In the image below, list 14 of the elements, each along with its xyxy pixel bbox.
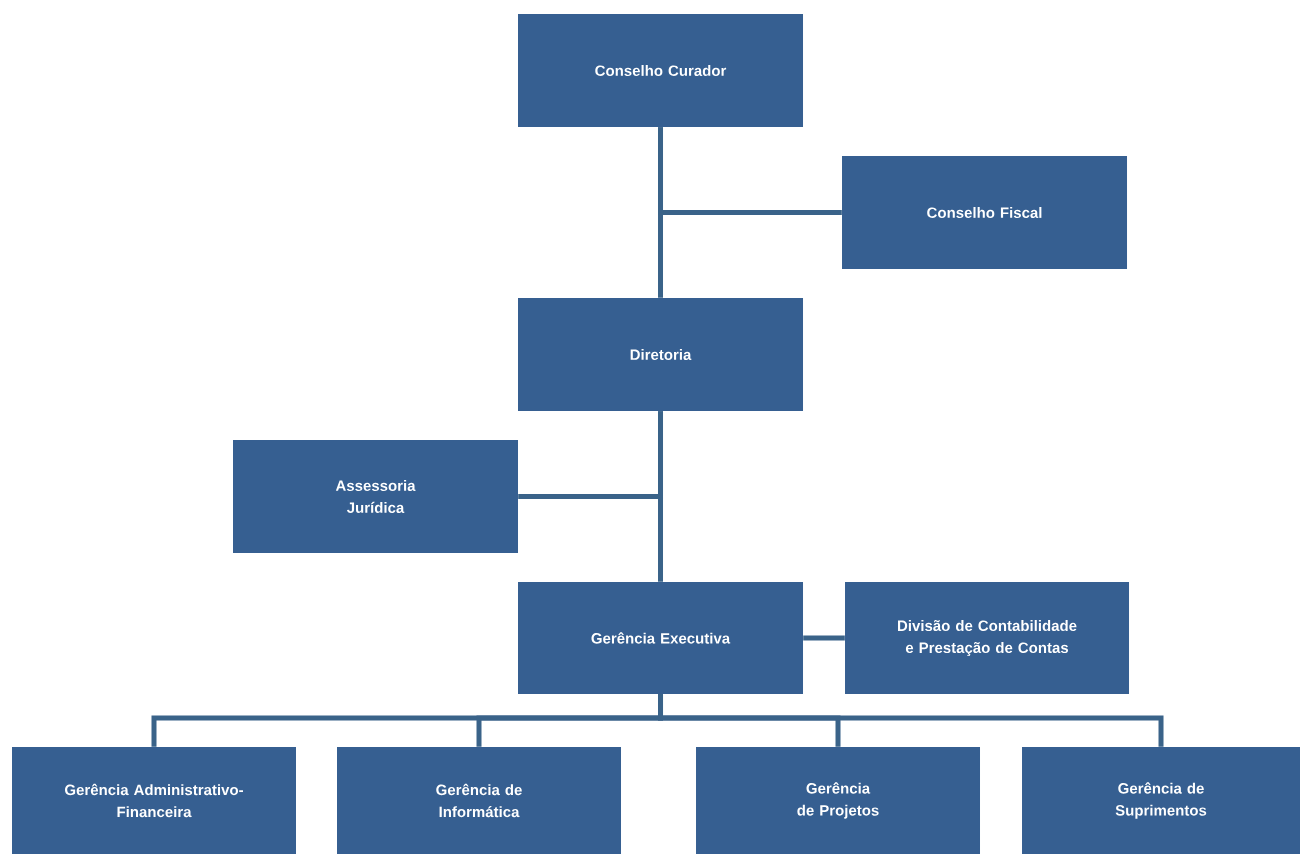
org-box: Gerência Executiva <box>518 582 803 694</box>
org-box: Assessoria Jurídica <box>233 440 518 553</box>
org-box: Divisão de Contabilidade e Prestação de Contas <box>845 582 1129 694</box>
org-box: Gerência Administrativo-Financeira <box>12 747 296 854</box>
org-box: Conselho Curador <box>518 14 803 127</box>
org-box: Diretoria <box>518 298 803 411</box>
connector-line <box>658 411 663 582</box>
connector-line <box>658 127 663 298</box>
org-box: Conselho Fiscal <box>842 156 1127 269</box>
org-box: Gerência de Suprimentos <box>1022 747 1300 854</box>
org-box: Gerência de Projetos <box>696 747 980 854</box>
connector-line <box>658 694 1164 747</box>
org-box: Gerência de Informática <box>337 747 621 854</box>
connector-line <box>803 635 845 641</box>
